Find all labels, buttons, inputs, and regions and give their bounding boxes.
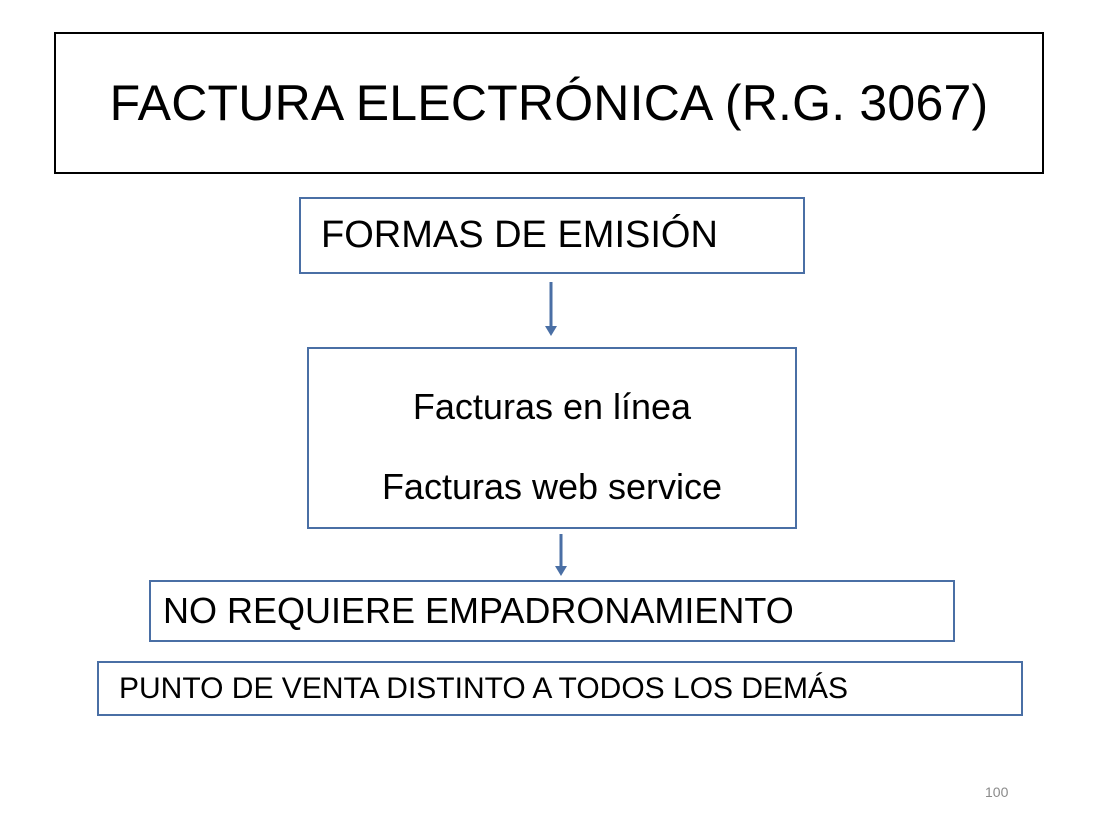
formas-emision-box: FORMAS DE EMISIÓN — [299, 197, 805, 274]
page-title: FACTURA ELECTRÓNICA (R.G. 3067) — [109, 75, 989, 131]
punto-venta-label: PUNTO DE VENTA DISTINTO A TODOS LOS DEMÁ… — [119, 671, 849, 705]
formas-emision-label: FORMAS DE EMISIÓN — [321, 214, 718, 256]
facturas-web-service-label: Facturas web service — [381, 466, 723, 507]
title-box: FACTURA ELECTRÓNICA (R.G. 3067) — [54, 32, 1044, 174]
requirement-label: NO REQUIERE EMPADRONAMIENTO — [163, 590, 794, 631]
arrow-down-icon — [555, 534, 567, 576]
facturas-en-linea-label: Facturas en línea — [412, 386, 692, 427]
requirement-box: NO REQUIERE EMPADRONAMIENTO — [149, 580, 955, 642]
punto-venta-box: PUNTO DE VENTA DISTINTO A TODOS LOS DEMÁ… — [97, 661, 1023, 716]
page-number: 100 — [985, 784, 1009, 800]
facturas-box: Facturas en línea Facturas web service — [307, 347, 797, 529]
arrow-down-icon — [545, 282, 557, 336]
